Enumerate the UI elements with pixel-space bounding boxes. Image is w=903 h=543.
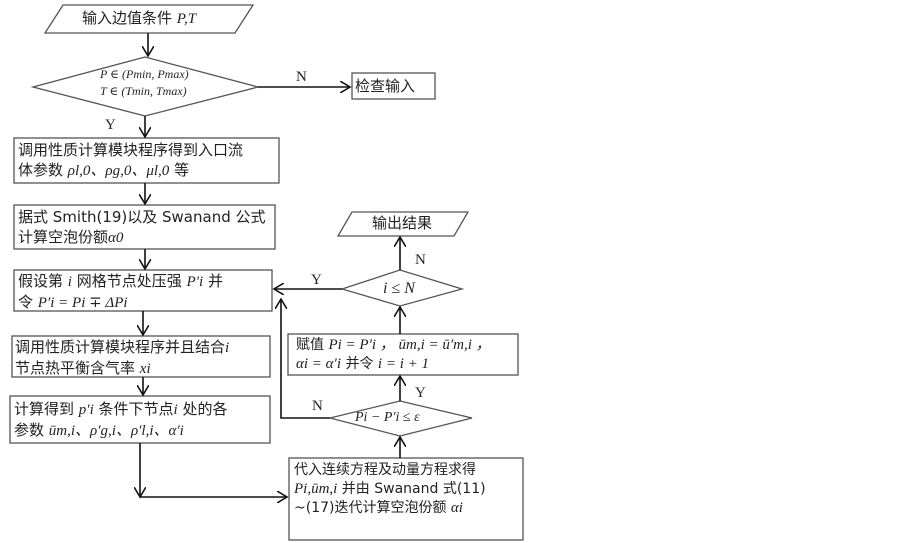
calc-params-text: 计算得到 p′i 条件下节点i 处的各 参数 ūm,i、ρ′g,i、ρ′l,i、… — [14, 399, 228, 441]
input-math: P,T — [176, 11, 197, 27]
output-text: 输出结果 — [372, 214, 433, 232]
props-inlet-line-1: 调用性质计算模块程序得到入口流 — [18, 141, 244, 159]
assign-box — [287, 333, 519, 376]
text: 处的各 — [182, 400, 228, 418]
math: Pi = P′i ， ūm,i = ū′m,i ， — [328, 337, 491, 353]
text: 假设第 — [18, 272, 64, 290]
math: P′i — [186, 274, 204, 290]
props-inlet-math: ρl,0、ρg,0、μl,0 — [67, 163, 170, 179]
assign-text: 赋值 Pi = P′i ， ūm,i = ū′m,i ， αi = α′i 并令… — [296, 336, 491, 374]
props-inlet-prefix: 体参数 — [18, 161, 64, 179]
math: i = i + 1 — [377, 356, 429, 372]
props-inlet-suffix: 等 — [174, 161, 190, 179]
label-n-converge: N — [312, 398, 323, 414]
text: 并令 — [345, 356, 374, 372]
condition-text: P ∈ (Pmin, Pmax) T ∈ (Tmin, Tmax) — [100, 66, 189, 100]
label-y-condition: Y — [105, 117, 116, 133]
loop-text: i ≤ N — [383, 280, 415, 297]
math: αi — [450, 500, 463, 516]
math: p′i — [78, 402, 94, 418]
label-y-converge: Y — [415, 385, 426, 401]
props-inlet-box — [13, 137, 280, 184]
label-n-condition: N — [296, 69, 307, 85]
text: 令 — [18, 293, 34, 311]
math: i — [67, 274, 72, 290]
text: ~(17)迭代计算空泡份额 — [294, 500, 447, 516]
math: P′i = Pi ∓ ΔPi — [37, 295, 128, 311]
math: Pi,ūm,i — [294, 481, 338, 497]
text: 代入连续方程及动量方程求得 — [294, 462, 476, 478]
text: 调用性质计算模块程序并且结合 — [15, 338, 226, 356]
input-parallelogram — [43, 4, 255, 34]
text: 网格节点处压强 — [76, 272, 182, 290]
converge-diamond — [329, 400, 473, 437]
output-parallelogram — [336, 211, 470, 237]
void-init-line-2: 计算空泡份额 — [18, 228, 109, 246]
label-n-loop: N — [415, 252, 426, 268]
text: 节点热平衡含气率 — [15, 359, 136, 377]
input-node: 输入边值条件 P,T — [82, 8, 196, 29]
label-y-loop: Y — [311, 272, 322, 288]
solve-eq-text: 代入连续方程及动量方程求得 Pi,ūm,i 并由 Swanand 式(11) ~… — [294, 461, 486, 518]
input-text: 输入边值条件 — [82, 9, 173, 27]
props-node-text: 调用性质计算模块程序并且结合i 节点热平衡含气率 xi — [15, 337, 229, 379]
math: xi — [139, 361, 151, 377]
text: 参数 — [14, 421, 45, 439]
converge-text: Pi − P′i ≤ ε — [355, 410, 420, 425]
check-input-text: 检查输入 — [355, 77, 416, 95]
math: i — [225, 340, 230, 356]
math: ūm,i、ρ′g,i、ρ′l,i、α′i — [48, 423, 184, 439]
condition-line-1: P ∈ (Pmin, Pmax) — [100, 67, 189, 81]
void-init-line-1: 据式 Smith(19)以及 Swanand 公式 — [18, 208, 266, 226]
text: 并 — [207, 272, 223, 290]
solve-eq-box — [288, 457, 524, 541]
text: 赋值 — [296, 337, 324, 353]
check-input-box — [351, 72, 436, 100]
text: 计算得到 — [14, 400, 75, 418]
math: i — [173, 402, 178, 418]
assume-pressure-text: 假设第 i 网格节点处压强 P′i 并 令 P′i = Pi ∓ ΔPi — [18, 271, 223, 313]
void-init-text: 据式 Smith(19)以及 Swanand 公式 计算空泡份额α0 — [18, 207, 266, 248]
text: 并由 Swanand 式(11) — [341, 481, 486, 497]
void-init-math: α0 — [108, 230, 124, 246]
props-node-box — [11, 335, 271, 378]
text: 条件下节点 — [98, 400, 174, 418]
loop-diamond — [339, 269, 465, 307]
props-inlet-text: 调用性质计算模块程序得到入口流 体参数 ρl,0、ρg,0、μl,0 等 — [18, 140, 243, 181]
math: αi = α′i — [296, 356, 341, 372]
condition-line-2: T ∈ (Tmin, Tmax) — [100, 84, 187, 98]
